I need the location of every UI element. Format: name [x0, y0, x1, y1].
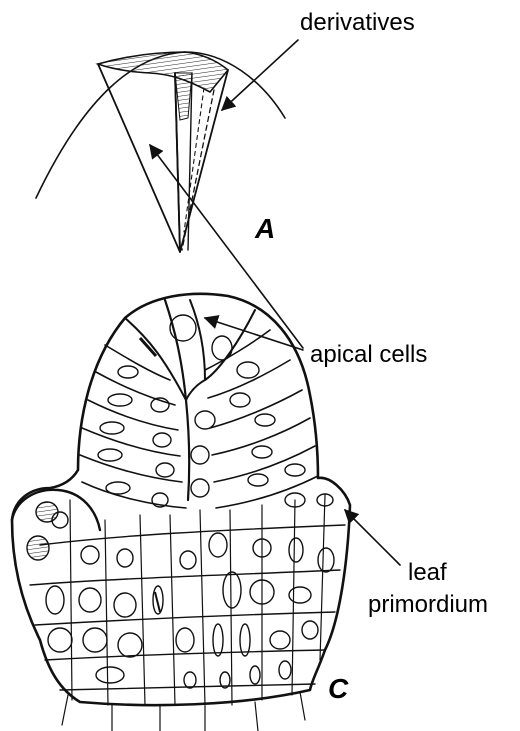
cell-wall: [190, 300, 205, 380]
basal-line: [62, 695, 68, 725]
cell-wall: [82, 428, 180, 456]
derivative-wedge-shading: [175, 73, 192, 120]
cell-wall: [292, 500, 295, 695]
basal-line: [300, 692, 305, 720]
panel-label-c: C: [328, 673, 349, 704]
cell-wall: [40, 525, 345, 545]
arrow-apical-cell-c: [205, 318, 303, 350]
panel-label-a: A: [254, 213, 275, 244]
label-arrows: [150, 40, 400, 565]
cell-wall: [200, 510, 205, 705]
apical-cell-top-surface: [98, 52, 228, 92]
cell-nuclei: [46, 315, 334, 688]
arrow-derivatives: [222, 40, 298, 110]
basal-line: [255, 702, 258, 731]
cell-wall: [125, 318, 186, 400]
panel-c-shoot-apex: [12, 294, 350, 731]
cell-wall: [70, 500, 72, 700]
label-derivatives: derivatives: [300, 9, 415, 36]
label-leaf: leaf: [408, 559, 447, 586]
panel-a-apical-cell: [36, 52, 285, 252]
arrow-leaf-primordium: [345, 510, 400, 565]
cell-wall: [105, 520, 108, 705]
shoot-apex-outline: [12, 294, 350, 705]
cell-wall: [140, 515, 145, 705]
apical-cell-left-face: [98, 64, 180, 252]
cell-wall: [216, 476, 318, 508]
cell-wall: [320, 495, 325, 660]
arrow-apical-cell-a: [150, 145, 303, 348]
label-apical-cells: apical cells: [310, 341, 427, 368]
label-primordium: primordium: [368, 591, 488, 618]
cell-wall: [82, 482, 186, 508]
cell-wall: [80, 455, 182, 482]
cell-wall: [35, 612, 335, 625]
cell-wall: [170, 515, 175, 705]
